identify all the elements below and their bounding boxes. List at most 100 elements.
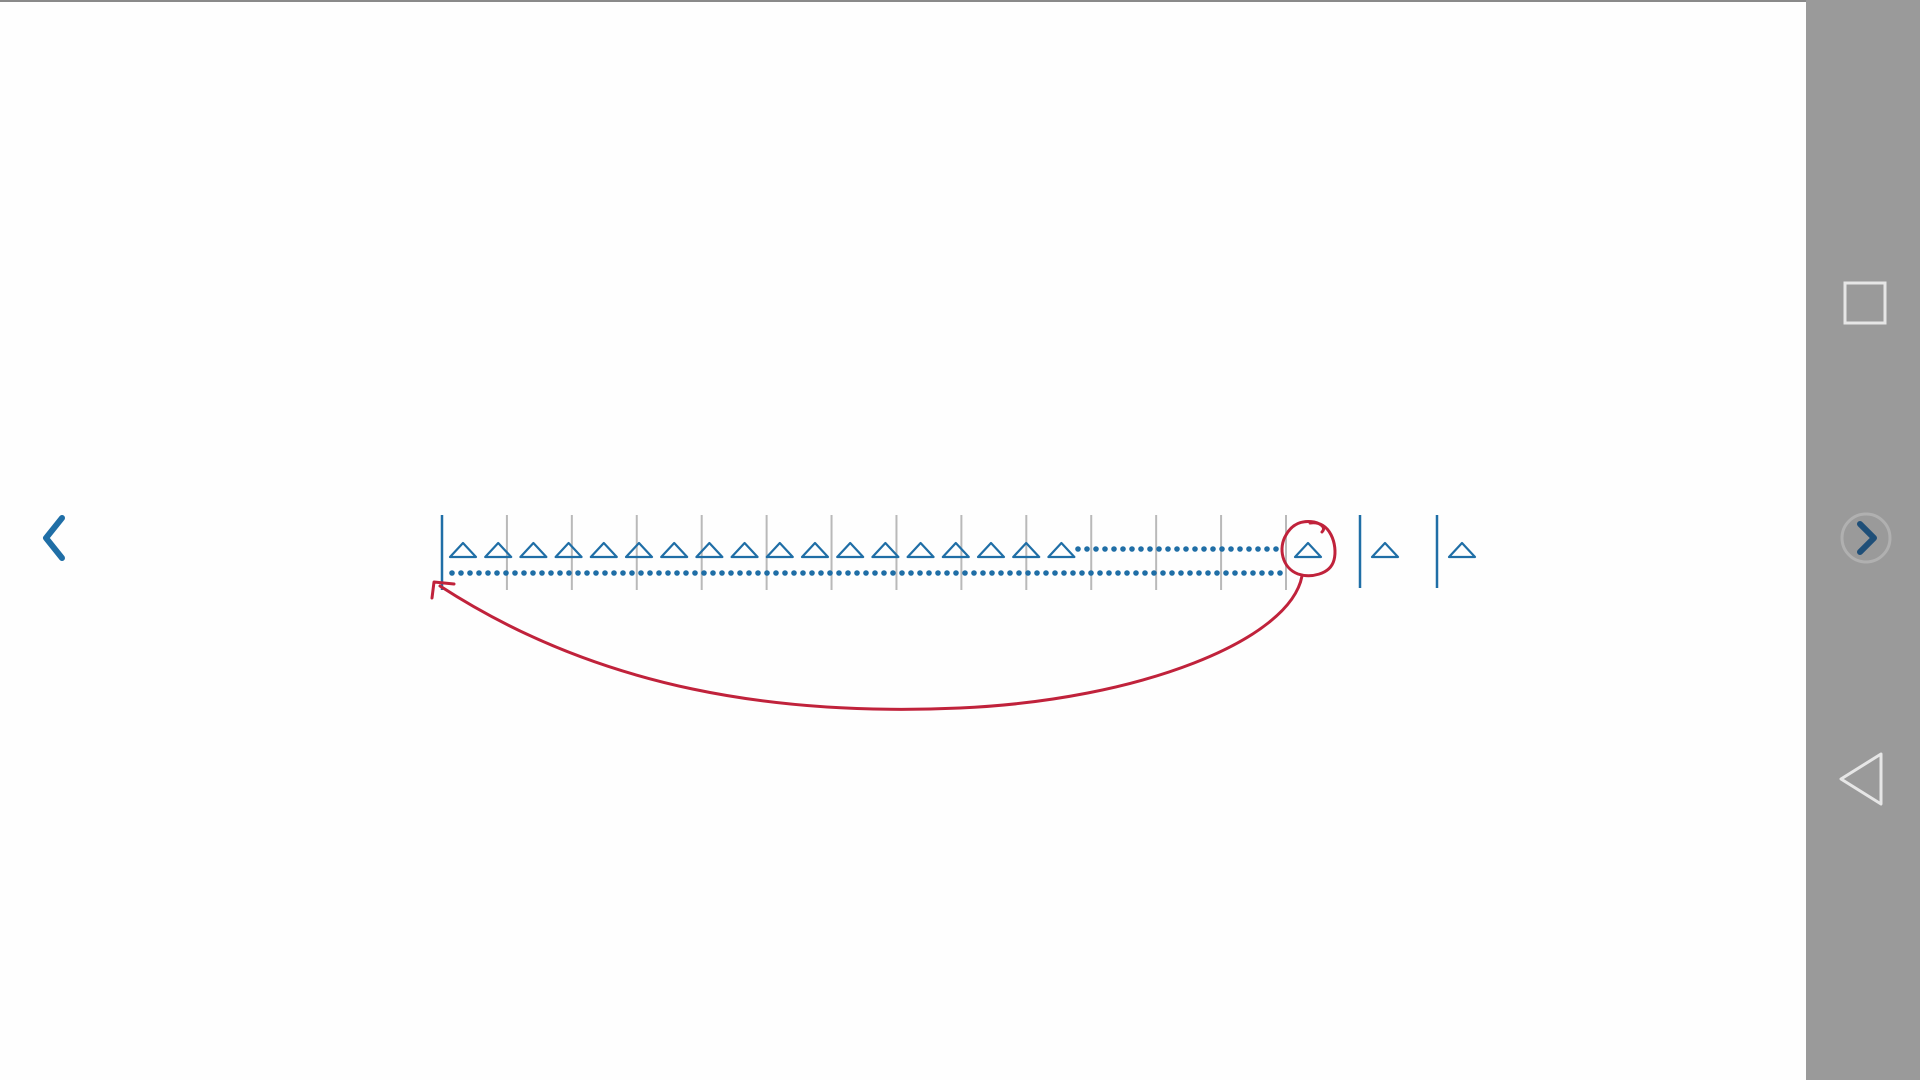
dotted-line-upper-dot xyxy=(1228,546,1234,552)
dotted-line-lower-dot xyxy=(719,570,725,576)
dotted-line-lower-dot xyxy=(503,570,509,576)
triangle-symbol xyxy=(589,541,618,559)
dotted-line-lower-dot xyxy=(665,570,671,576)
dotted-line-lower-dot xyxy=(800,570,806,576)
dotted-line-lower-dot xyxy=(944,570,950,576)
dotted-line-upper-dot xyxy=(1183,546,1189,552)
dotted-line-lower-dot xyxy=(521,570,527,576)
dotted-line-lower-dot xyxy=(1106,570,1112,576)
triangle-symbol xyxy=(484,541,513,559)
dotted-line-lower-dot xyxy=(1079,570,1085,576)
dotted-line-lower-dot xyxy=(962,570,968,576)
dotted-line-upper-dot xyxy=(1111,546,1117,552)
triangle-symbol xyxy=(1293,541,1323,559)
return-arrow-curve xyxy=(438,574,1304,711)
dotted-line-lower-dot xyxy=(683,570,689,576)
dotted-line-upper-dot xyxy=(1246,546,1252,552)
dotted-line-lower-dot xyxy=(494,570,500,576)
dotted-line-lower-dot xyxy=(1061,570,1067,576)
dotted-line-lower-dot xyxy=(764,570,770,576)
dotted-line-lower-dot xyxy=(1007,570,1013,576)
dotted-line-upper-dot xyxy=(1201,546,1207,552)
dotted-line-lower-dot xyxy=(1205,570,1211,576)
triangle-symbol xyxy=(906,541,935,559)
dotted-line-lower-dot xyxy=(476,570,482,576)
dotted-line-lower-dot xyxy=(1097,570,1103,576)
triangle-left-icon xyxy=(1839,752,1883,806)
dotted-line-lower-dot xyxy=(1043,570,1049,576)
dotted-line-upper-dot xyxy=(1084,546,1090,552)
dotted-line-lower-dot xyxy=(953,570,959,576)
dotted-line-lower-dot xyxy=(827,570,833,576)
dotted-line-lower-dot xyxy=(557,570,563,576)
dotted-line-lower-dot xyxy=(1277,570,1283,576)
dotted-line-lower-dot xyxy=(989,570,995,576)
dotted-line-lower-dot xyxy=(1133,570,1139,576)
triangle-symbol xyxy=(836,541,865,559)
triangle-symbol xyxy=(1370,541,1400,559)
dotted-line-lower-dot xyxy=(782,570,788,576)
triangle-symbol xyxy=(1012,541,1041,559)
triangle-symbol xyxy=(1447,541,1477,559)
dotted-line-upper-dot xyxy=(1147,546,1153,552)
dotted-line-upper-dot xyxy=(1075,546,1081,552)
triangle-symbol xyxy=(765,541,794,559)
triangle-symbol xyxy=(800,541,830,559)
dotted-line-lower-dot xyxy=(485,570,491,576)
system-navigation-bar xyxy=(1806,0,1920,1080)
triangle-symbol xyxy=(871,541,900,559)
return-arrow-head xyxy=(430,580,456,600)
dotted-line-lower-dot xyxy=(1124,570,1130,576)
dotted-line-upper-dot xyxy=(1255,546,1261,552)
dotted-line-lower-dot xyxy=(602,570,608,576)
next-slide-button[interactable] xyxy=(1836,500,1896,576)
dotted-line-upper-dot xyxy=(1120,546,1126,552)
dotted-line-lower-dot xyxy=(1196,570,1202,576)
dotted-line-lower-dot xyxy=(899,570,905,576)
chevron-left-icon xyxy=(43,515,65,561)
overview-button[interactable] xyxy=(1824,262,1902,340)
dotted-line-lower-dot xyxy=(881,570,887,576)
previous-slide-button[interactable] xyxy=(24,500,84,576)
dotted-line-lower-dot xyxy=(998,570,1004,576)
top-divider xyxy=(0,0,1806,2)
dotted-line-lower-dot xyxy=(1232,570,1238,576)
dotted-line-upper-dot xyxy=(1102,546,1108,552)
dotted-line-lower-dot xyxy=(863,570,869,576)
dotted-line-lower-dot xyxy=(1142,570,1148,576)
dotted-line-lower-dot xyxy=(692,570,698,576)
dotted-line-lower-dot xyxy=(1187,570,1193,576)
back-button[interactable] xyxy=(1824,740,1902,818)
dotted-line-lower-dot xyxy=(1178,570,1184,576)
dotted-line-lower-dot xyxy=(512,570,518,576)
dotted-line-lower-dot xyxy=(1250,570,1256,576)
dotted-line-lower-dot xyxy=(1115,570,1121,576)
triangle-symbol xyxy=(941,541,970,559)
highlight-circle xyxy=(1280,520,1337,578)
dotted-line-lower-dot xyxy=(1088,570,1094,576)
dotted-line-lower-dot xyxy=(854,570,860,576)
dotted-line-upper-dot xyxy=(1219,546,1225,552)
dotted-line-lower-dot xyxy=(935,570,941,576)
dotted-line-lower-dot xyxy=(584,570,590,576)
dotted-line-lower-dot xyxy=(1268,570,1274,576)
dotted-line-lower-dot xyxy=(1016,570,1022,576)
dotted-line-lower-dot xyxy=(467,570,473,576)
dotted-line-upper-dot xyxy=(1165,546,1171,552)
dotted-line-lower-dot xyxy=(1034,570,1040,576)
square-icon xyxy=(1843,281,1887,325)
dotted-line-lower-dot xyxy=(1160,570,1166,576)
rhythm-diagram xyxy=(430,515,1477,711)
dotted-line-lower-dot xyxy=(566,570,572,576)
dotted-line-lower-dot xyxy=(755,570,761,576)
dotted-line-lower-dot xyxy=(836,570,842,576)
dotted-line-upper-dot xyxy=(1210,546,1216,552)
dotted-line-lower-dot xyxy=(710,570,716,576)
triangle-symbol xyxy=(624,541,654,559)
triangle-symbol xyxy=(976,541,1006,559)
dotted-line-lower-dot xyxy=(1169,570,1175,576)
triangle-symbol xyxy=(1047,541,1076,559)
dotted-line-lower-dot xyxy=(1025,570,1031,576)
dotted-line-lower-dot xyxy=(926,570,932,576)
dotted-line-lower-dot xyxy=(773,570,779,576)
